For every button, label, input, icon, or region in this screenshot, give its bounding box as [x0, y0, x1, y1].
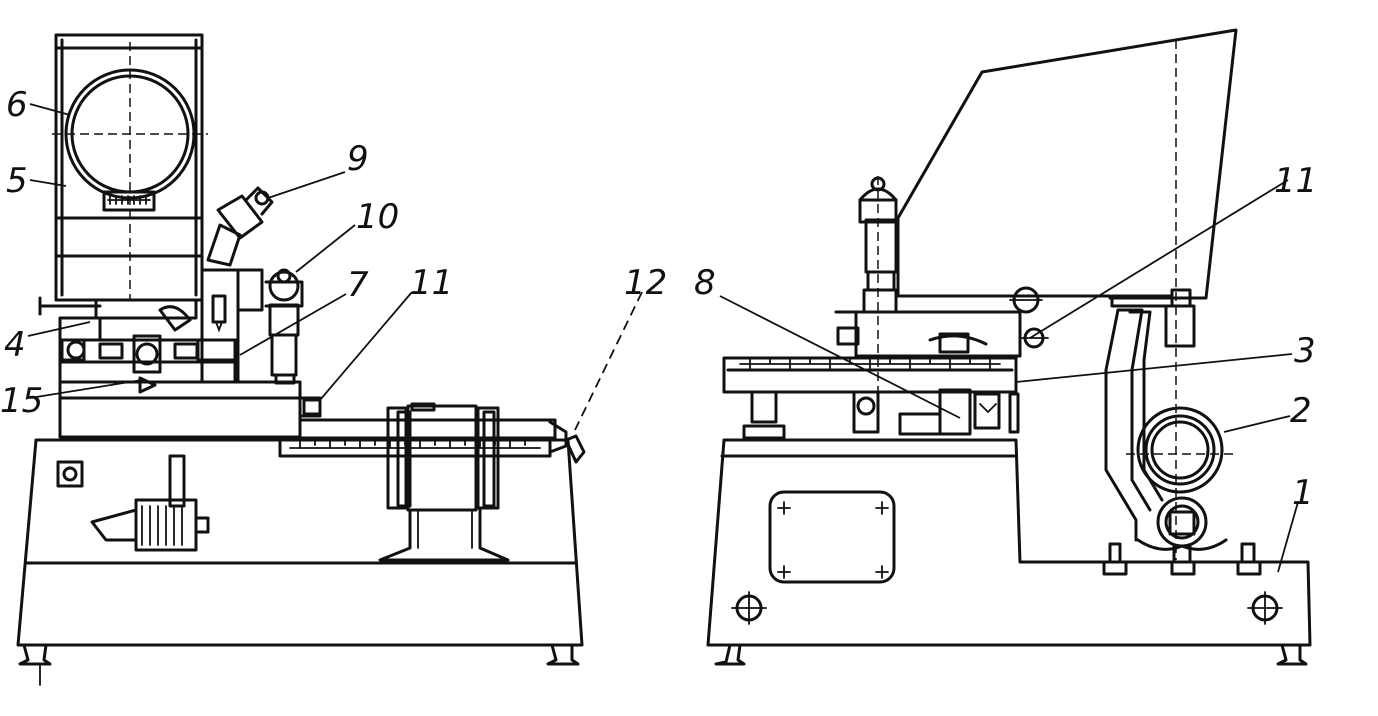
side-lamp-unit [1102, 308, 1262, 576]
label-15: 15 [0, 381, 43, 421]
front-base [16, 438, 584, 686]
label-7: 7 [347, 265, 369, 305]
side-view: 11 8 3 2 1 [694, 28, 1317, 666]
side-screen-hood [896, 28, 1238, 560]
label-10: 10 [356, 197, 399, 237]
front-screen-housing [52, 33, 208, 302]
label-4: 4 [4, 325, 26, 365]
label-6: 6 [6, 85, 28, 125]
side-column [858, 176, 898, 400]
label-11-front: 11 [410, 263, 453, 303]
label-1: 1 [1292, 473, 1314, 513]
label-3: 3 [1294, 331, 1316, 371]
label-2: 2 [1290, 391, 1312, 431]
front-stage [58, 380, 586, 562]
label-12: 12 [624, 263, 667, 303]
front-view: 6 5 4 15 9 10 7 11 12 [0, 33, 667, 686]
front-callouts: 6 5 4 15 9 10 7 11 12 [0, 85, 667, 431]
side-callouts: 11 8 3 2 1 [694, 161, 1317, 573]
label-11-side: 11 [1274, 161, 1317, 201]
side-stage [722, 310, 1022, 440]
side-base [706, 438, 1312, 666]
label-9: 9 [347, 139, 369, 179]
label-5: 5 [6, 161, 28, 201]
label-8: 8 [694, 263, 716, 303]
front-upper-stage [38, 186, 304, 394]
